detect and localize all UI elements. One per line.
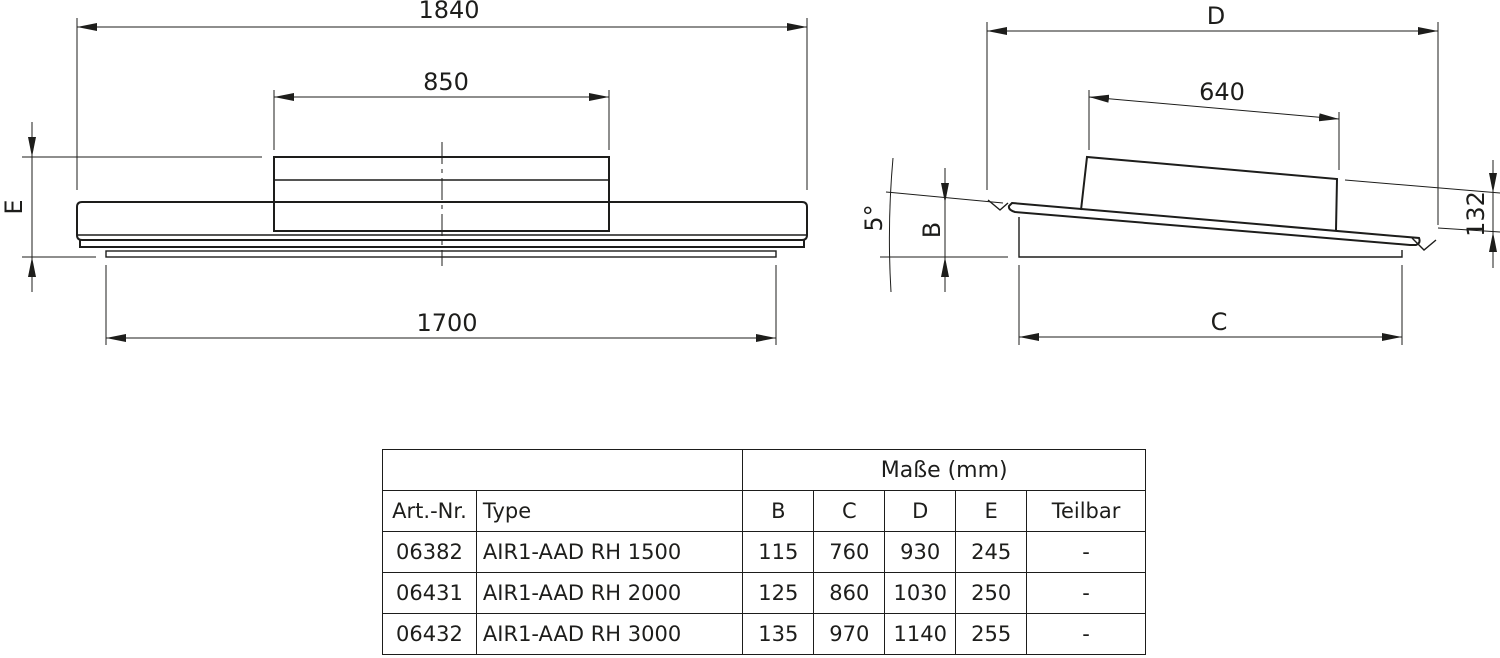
dim-label-640: 640 — [1199, 78, 1245, 106]
column-header-d: D — [884, 490, 957, 532]
dim-label-angle: 5° — [860, 204, 888, 231]
column-header-type: Type — [475, 490, 744, 532]
cell-type: AIR1-AAD RH 2000 — [475, 572, 744, 614]
dimensions-table: Maße (mm) Art.-Nr. Type B C D E Teilbar … — [381, 449, 1146, 655]
cell-e: 255 — [955, 613, 1028, 655]
side-base-wedge — [1018, 217, 1403, 258]
dim-label-850: 850 — [423, 68, 469, 96]
dim-label-132: 132 — [1462, 191, 1490, 237]
column-header-art-nr: Art.-Nr. — [382, 490, 477, 532]
cell-type: AIR1-AAD RH 3000 — [475, 613, 744, 655]
dim-label-B: B — [918, 222, 946, 238]
table-row: 06382 AIR1-AAD RH 1500 115 760 930 245 - — [382, 531, 1146, 573]
side-right-drip — [1411, 237, 1437, 251]
dim-label-E: E — [0, 199, 28, 214]
cell-art-nr: 06431 — [382, 572, 477, 614]
side-left-drip — [987, 199, 1009, 211]
cell-type: AIR1-AAD RH 1500 — [475, 531, 744, 573]
dim-label-1840: 1840 — [418, 0, 479, 24]
cell-e: 245 — [955, 531, 1028, 573]
cell-teilbar: - — [1026, 572, 1146, 614]
cell-c: 970 — [813, 613, 886, 655]
cell-art-nr: 06382 — [382, 531, 477, 573]
front-view: 1840 850 1700 E — [0, 0, 808, 345]
column-header-b: B — [742, 490, 815, 532]
dim-label-D: D — [1207, 2, 1225, 30]
cell-c: 760 — [813, 531, 886, 573]
column-header-e: E — [955, 490, 1028, 532]
side-view: D 640 C B 5° 132 — [860, 2, 1500, 345]
cell-d: 1140 — [884, 613, 957, 655]
front-base-slab — [76, 201, 808, 241]
dim-label-1700: 1700 — [416, 309, 477, 337]
table-empty-header-cell — [381, 449, 744, 491]
cell-d: 1030 — [884, 572, 957, 614]
front-base-plate — [105, 250, 777, 258]
side-top-unit — [1080, 155, 1339, 231]
cell-teilbar: - — [1026, 531, 1146, 573]
cell-c: 860 — [813, 572, 886, 614]
table-row: 06431 AIR1-AAD RH 2000 125 860 1030 250 … — [382, 572, 1146, 614]
front-base-lip — [79, 240, 805, 248]
dim-arc-angle — [888, 157, 894, 293]
table-column-header-row: Art.-Nr. Type B C D E Teilbar — [382, 490, 1146, 532]
column-header-c: C — [813, 490, 886, 532]
table-group-header-row: Maße (mm) — [381, 449, 1146, 491]
dim-label-C: C — [1211, 308, 1228, 336]
cell-teilbar: - — [1026, 613, 1146, 655]
dim-line-640 — [1088, 94, 1340, 122]
column-header-teilbar: Teilbar — [1026, 490, 1146, 532]
table-row: 06432 AIR1-AAD RH 3000 135 970 1140 255 … — [382, 613, 1146, 655]
cell-d: 930 — [884, 531, 957, 573]
cell-art-nr: 06432 — [382, 613, 477, 655]
side-sloped-plate — [1007, 201, 1421, 246]
cell-b: 125 — [742, 572, 815, 614]
cell-b: 115 — [742, 531, 815, 573]
table-group-header: Maße (mm) — [742, 449, 1146, 491]
cell-b: 135 — [742, 613, 815, 655]
cell-e: 250 — [955, 572, 1028, 614]
